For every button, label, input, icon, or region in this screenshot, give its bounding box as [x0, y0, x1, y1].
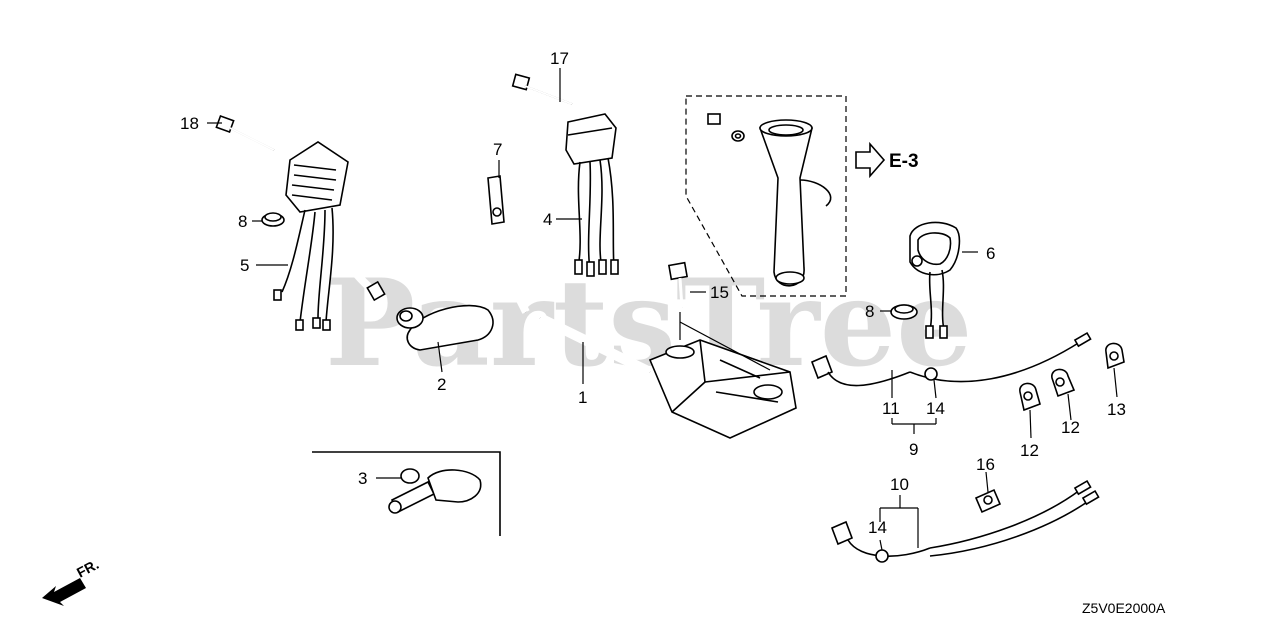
part-6-oil-switch	[909, 221, 961, 339]
callout-12-right: 12	[1061, 418, 1080, 437]
callout-17: 17	[550, 49, 569, 68]
part-3-spark-plug	[388, 468, 482, 514]
front-arrow-icon	[42, 578, 86, 606]
callout-18: 18	[180, 114, 199, 133]
callout-8-right: 8	[865, 302, 874, 321]
part-12-clip-a	[1019, 382, 1041, 412]
callout-8-left: 8	[238, 212, 247, 231]
callout-10: 10	[890, 475, 909, 494]
part-5-regulator	[273, 141, 349, 331]
part-18-bolt	[215, 114, 275, 151]
callout-11: 11	[882, 399, 900, 418]
part-15-bolt	[667, 261, 689, 309]
e3-reference-label: E-3	[889, 151, 919, 172]
callout-16: 16	[976, 455, 995, 474]
part-3-spark-plug-box	[312, 451, 501, 536]
leader-lines	[207, 68, 1118, 551]
part-16-clip	[974, 488, 1002, 514]
callout-2: 2	[437, 375, 446, 394]
part-9-wire-harness	[810, 331, 1092, 387]
callout-6: 6	[986, 244, 995, 263]
callout-15: 15	[710, 283, 729, 302]
part-8-clamp-left	[261, 212, 285, 227]
callout-5: 5	[240, 256, 249, 275]
callout-13: 13	[1107, 400, 1126, 419]
callout-12-left: 12	[1020, 441, 1039, 460]
part-13-clip	[1105, 342, 1125, 370]
callout-4: 4	[543, 210, 552, 229]
part-10-harness	[830, 479, 1100, 563]
part-12-clip-b	[1051, 368, 1076, 398]
part-7-bracket	[487, 175, 505, 225]
callout-14-upper: 14	[926, 399, 945, 418]
callout-1: 1	[578, 388, 587, 407]
part-17-bolt	[511, 73, 573, 105]
callout-7: 7	[493, 140, 502, 159]
callout-3: 3	[358, 469, 367, 488]
part-4-switch	[565, 113, 619, 277]
e3-reference-arrow	[855, 141, 886, 179]
callout-9: 9	[909, 440, 918, 459]
part-2-plug-cap	[337, 204, 530, 351]
part-8-clamp-right	[890, 304, 918, 320]
front-direction-label: FR.	[74, 556, 101, 581]
callout-14-lower: 14	[868, 518, 887, 537]
e3-reference-region	[685, 95, 847, 297]
diagram-code: Z5V0E2000A	[1082, 600, 1166, 616]
